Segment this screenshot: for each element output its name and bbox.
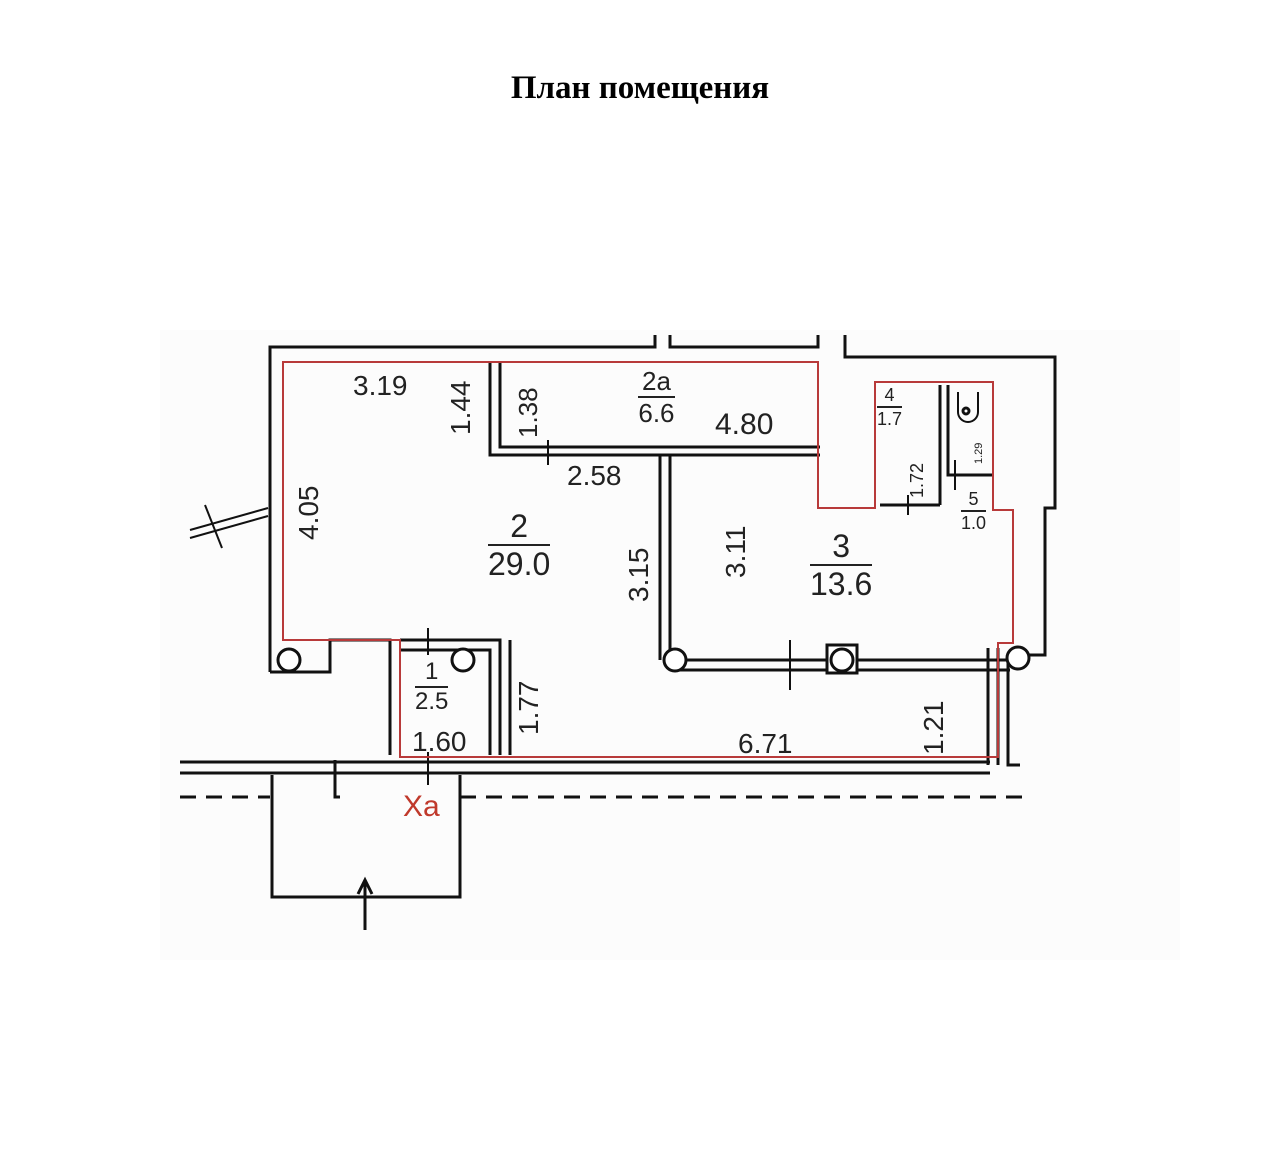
dimension-label: 6.71 xyxy=(738,728,793,759)
dimension-label: 3.11 xyxy=(720,525,751,578)
dimension-label: 1.60 xyxy=(412,726,467,757)
dimension-label: 4.80 xyxy=(715,408,774,441)
room-number: 2 xyxy=(488,510,551,546)
dimension-label: 1.72 xyxy=(907,462,927,498)
room-area: 6.6 xyxy=(638,398,675,428)
room-label-4: 4 1.7 xyxy=(877,386,903,429)
room-number: 4 xyxy=(877,386,903,408)
room-number: 5 xyxy=(961,490,987,512)
room-area: 29.0 xyxy=(488,546,551,582)
dimension-label: 1.29 xyxy=(973,442,985,464)
room-label-3: 3 13.6 xyxy=(810,530,873,602)
room-area: 2.5 xyxy=(415,688,449,715)
dimension-label: 1.77 xyxy=(513,680,544,736)
dimension-label: 1.21 xyxy=(918,700,949,756)
dimension-label: 1.38 xyxy=(513,387,543,438)
room-area: 13.6 xyxy=(810,566,873,602)
arrow-up-icon xyxy=(358,878,372,928)
marker-label: Ха xyxy=(403,790,440,823)
room-number: 3 xyxy=(810,530,873,566)
room-number: 1 xyxy=(415,660,449,688)
room-number: 2а xyxy=(638,368,675,398)
room-area: 1.7 xyxy=(877,409,903,429)
floor-plan-drawing xyxy=(180,335,1057,930)
dimension-label: 4.05 xyxy=(293,485,324,541)
room-area: 1.0 xyxy=(961,513,987,533)
page-title: План помещения xyxy=(510,70,770,106)
dimension-label: 3.15 xyxy=(623,547,654,603)
dimension-label: 3.19 xyxy=(353,370,408,401)
room-label-5: 5 1.0 xyxy=(961,490,987,533)
room-label-2a: 2а 6.6 xyxy=(638,368,675,426)
room-label-1: 1 2.5 xyxy=(415,660,449,715)
dimension-label: 1.44 xyxy=(445,380,476,436)
room-label-2: 2 29.0 xyxy=(488,510,551,582)
dimension-label: 2.58 xyxy=(567,460,622,491)
floor-plan: 3.19 1.44 1.38 4.80 2.58 4.05 3.15 3.11 … xyxy=(160,330,1180,960)
